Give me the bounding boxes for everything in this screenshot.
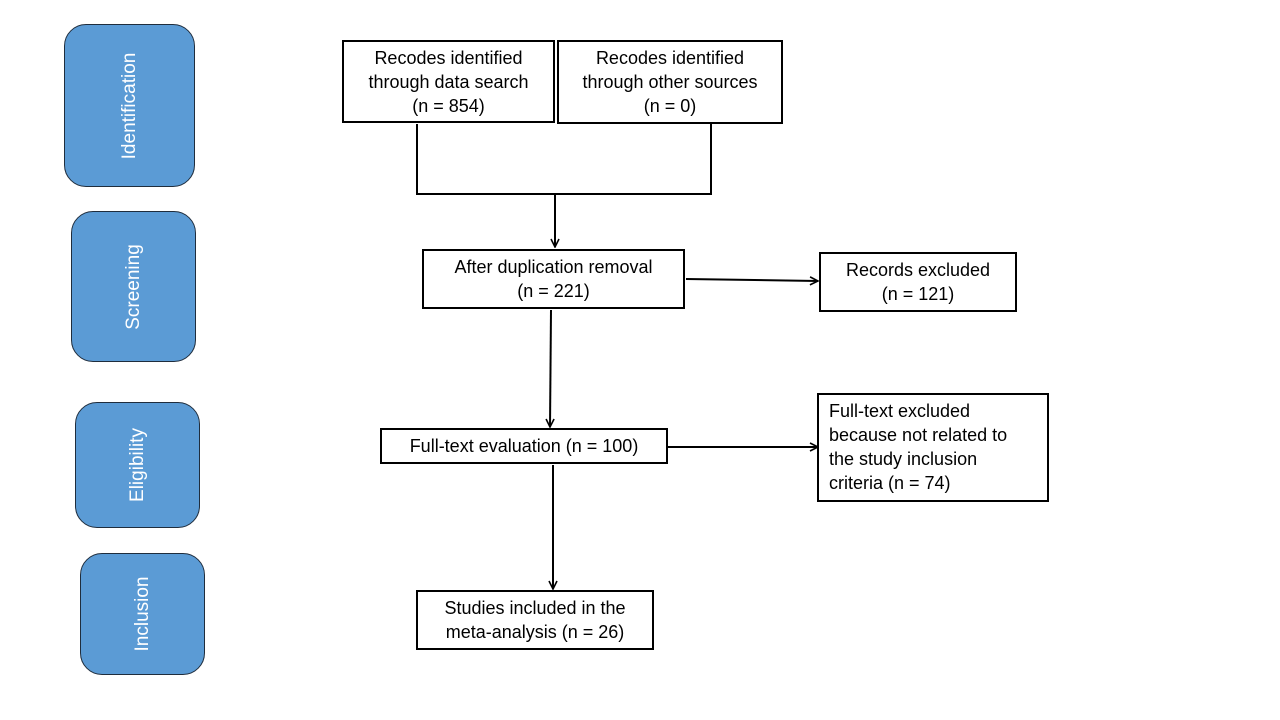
box-studies-included-line-2: meta-analysis (n = 26) [445,622,625,642]
box-after-duplication-line-1: After duplication removal [454,257,653,277]
box-other-sources-line-3: (n = 0) [643,96,697,116]
box-records-excluded-line-1: Records excluded [845,260,991,280]
box-full-text-evaluation-line-1: Full-text evaluation (n = 100) [409,436,639,456]
phase-screening: Screening [71,211,196,362]
phase-identification: Identification [64,24,195,187]
box-after-duplication: After duplication removal (n = 221) [422,249,685,309]
box-studies-included-line-1: Studies included in the [444,598,626,618]
box-full-text-excluded-line-4: criteria (n = 74) [829,473,951,493]
box-data-search-line-3: (n = 854) [412,95,485,116]
box-other-sources-line-1: Recodes identified [595,48,745,68]
arrow-to-full-text [550,309,551,427]
box-records-excluded: Records excluded (n = 121) [819,252,1017,312]
box-data-search: Recodes identified through data search (… [342,40,555,123]
box-full-text-excluded-line-1: Full-text excluded [829,401,971,421]
phase-inclusion: Inclusion [80,553,205,675]
box-after-duplication-line-2: (n = 221) [517,281,590,301]
box-other-sources: Recodes identified through other sources… [557,40,783,124]
box-full-text-evaluation: Full-text evaluation (n = 100) [380,428,668,464]
box-full-text-excluded-line-2: because not related to [829,425,1008,445]
phase-eligibility: Eligibility [75,402,200,528]
arrow-to-records-excluded [685,279,818,281]
box-full-text-excluded: Full-text excluded because not related t… [817,393,1049,502]
box-data-search-line-1: Recodes identified [374,47,523,68]
box-other-sources-line-2: through other sources [582,72,758,92]
box-data-search-line-2: through data search [368,71,529,92]
box-records-excluded-line-2: (n = 121) [881,284,955,304]
box-full-text-excluded-line-3: the study inclusion [829,449,978,469]
box-studies-included: Studies included in the meta-analysis (n… [416,590,654,650]
